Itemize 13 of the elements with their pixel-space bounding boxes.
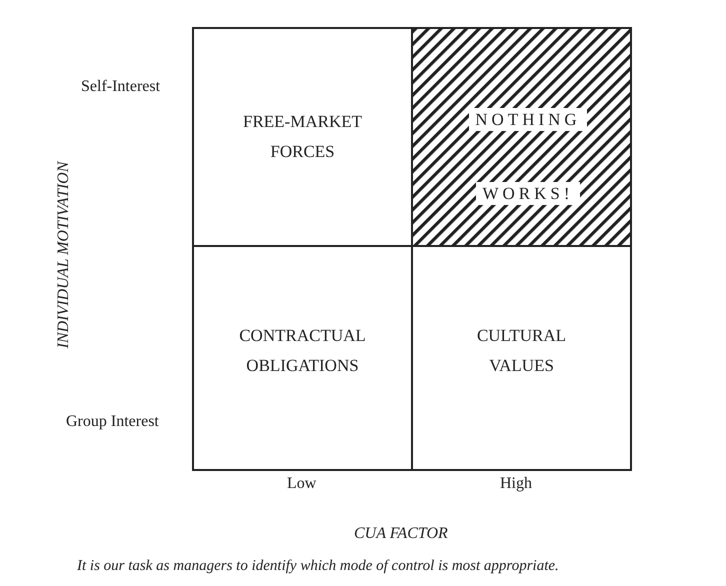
axis-title: INDIVIDUAL MOTIVATION — [55, 162, 73, 348]
axis-tick-label: Group Interest — [66, 413, 159, 431]
axis-tick-label: High — [500, 475, 532, 493]
figure-caption: It is our task as managers to identify which mode of control is most appropriate. — [77, 558, 559, 575]
axis-tick-label: Self-Interest — [81, 78, 160, 96]
matrix-quadrant — [411, 245, 632, 471]
hatched-quadrant — [411, 27, 632, 247]
quadrant-label: FREE-MARKET FORCES — [242, 111, 363, 163]
quadrant-label: CONTRACTUAL OBLIGATIONS — [238, 325, 367, 377]
matrix-quadrant — [192, 245, 413, 471]
quadrant-label: CULTURAL VALUES — [476, 325, 568, 377]
axis-tick-label: Low — [287, 475, 316, 493]
axis-title: CUA FACTOR — [354, 525, 448, 543]
